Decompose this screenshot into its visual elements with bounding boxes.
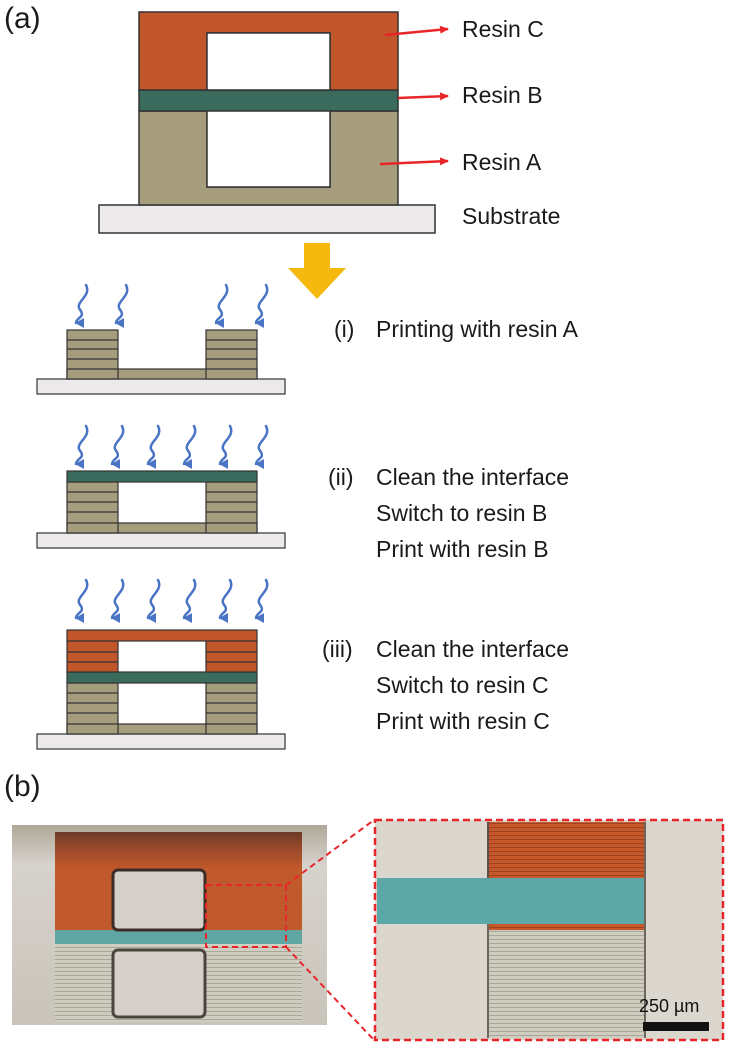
substrate-iii xyxy=(36,733,286,750)
step-iii-numeral: (iii) xyxy=(322,636,353,662)
zoom-region-box xyxy=(205,884,287,948)
label-resin-b: Resin B xyxy=(462,82,543,108)
light-ray-icon xyxy=(146,578,161,624)
pointer-arrows xyxy=(379,25,449,166)
down-arrow-icon xyxy=(288,243,346,299)
light-ray-icon xyxy=(214,283,229,329)
arrow-resin-a xyxy=(379,157,449,166)
label-substrate: Substrate xyxy=(462,203,561,229)
pillar-left-i xyxy=(66,329,119,380)
label-resin-c: Resin C xyxy=(462,16,544,42)
hollow-lower xyxy=(206,110,331,188)
resin-b-bridge-ii xyxy=(66,470,258,483)
arrow-resin-c xyxy=(384,25,449,37)
scale-bar xyxy=(643,1022,709,1031)
light-ray-icon xyxy=(218,424,233,470)
step-ii-line-1: Clean the interface xyxy=(376,464,570,490)
photo-left xyxy=(12,825,327,1025)
photo-right-zoom xyxy=(373,818,725,1042)
step-iii-line-2: Switch to resin C xyxy=(376,672,549,698)
light-ray-icon xyxy=(114,283,129,329)
light-ray-icon xyxy=(182,424,197,470)
light-ray-icon xyxy=(74,424,89,470)
hollow-upper xyxy=(206,32,331,91)
step-iii-diagram xyxy=(36,629,286,750)
step-i-diagram xyxy=(36,329,286,395)
pillar-right-i xyxy=(205,329,258,380)
step-i-numeral: (i) xyxy=(334,316,355,342)
zoom-lines xyxy=(285,819,375,1041)
step-ii-line-3: Print with resin B xyxy=(376,536,549,562)
light-ray-icon xyxy=(146,424,161,470)
light-ray-icon xyxy=(254,424,269,470)
light-ray-icon xyxy=(110,424,125,470)
main-schematic xyxy=(98,11,436,234)
light-ray-icon xyxy=(74,578,89,624)
step-i-line-1: Printing with resin A xyxy=(376,316,578,342)
substrate-main xyxy=(98,204,436,234)
light-ray-icon xyxy=(74,283,89,329)
step-iii-line-3: Print with resin C xyxy=(376,708,550,734)
scale-bar-label: 250 µm xyxy=(639,996,700,1016)
light-rays xyxy=(74,283,269,624)
light-ray-icon xyxy=(254,578,269,624)
step-iii-line-1: Clean the interface xyxy=(376,636,570,662)
light-ray-icon xyxy=(254,283,269,329)
panel-a-label: (a) xyxy=(4,2,41,35)
light-ray-icon xyxy=(182,578,197,624)
step-ii-numeral: (ii) xyxy=(328,464,354,490)
panel-b-label: (b) xyxy=(4,770,41,803)
substrate-i xyxy=(36,378,286,395)
resin-c-bridge-iii xyxy=(66,629,258,642)
arrow-resin-b xyxy=(397,92,449,101)
label-resin-a: Resin A xyxy=(462,149,542,175)
step-ii-line-2: Switch to resin B xyxy=(376,500,548,526)
step-ii-diagram xyxy=(36,470,286,549)
resin-b-layer xyxy=(138,89,399,112)
light-ray-icon xyxy=(218,578,233,624)
light-ray-icon xyxy=(110,578,125,624)
substrate-ii xyxy=(36,532,286,549)
